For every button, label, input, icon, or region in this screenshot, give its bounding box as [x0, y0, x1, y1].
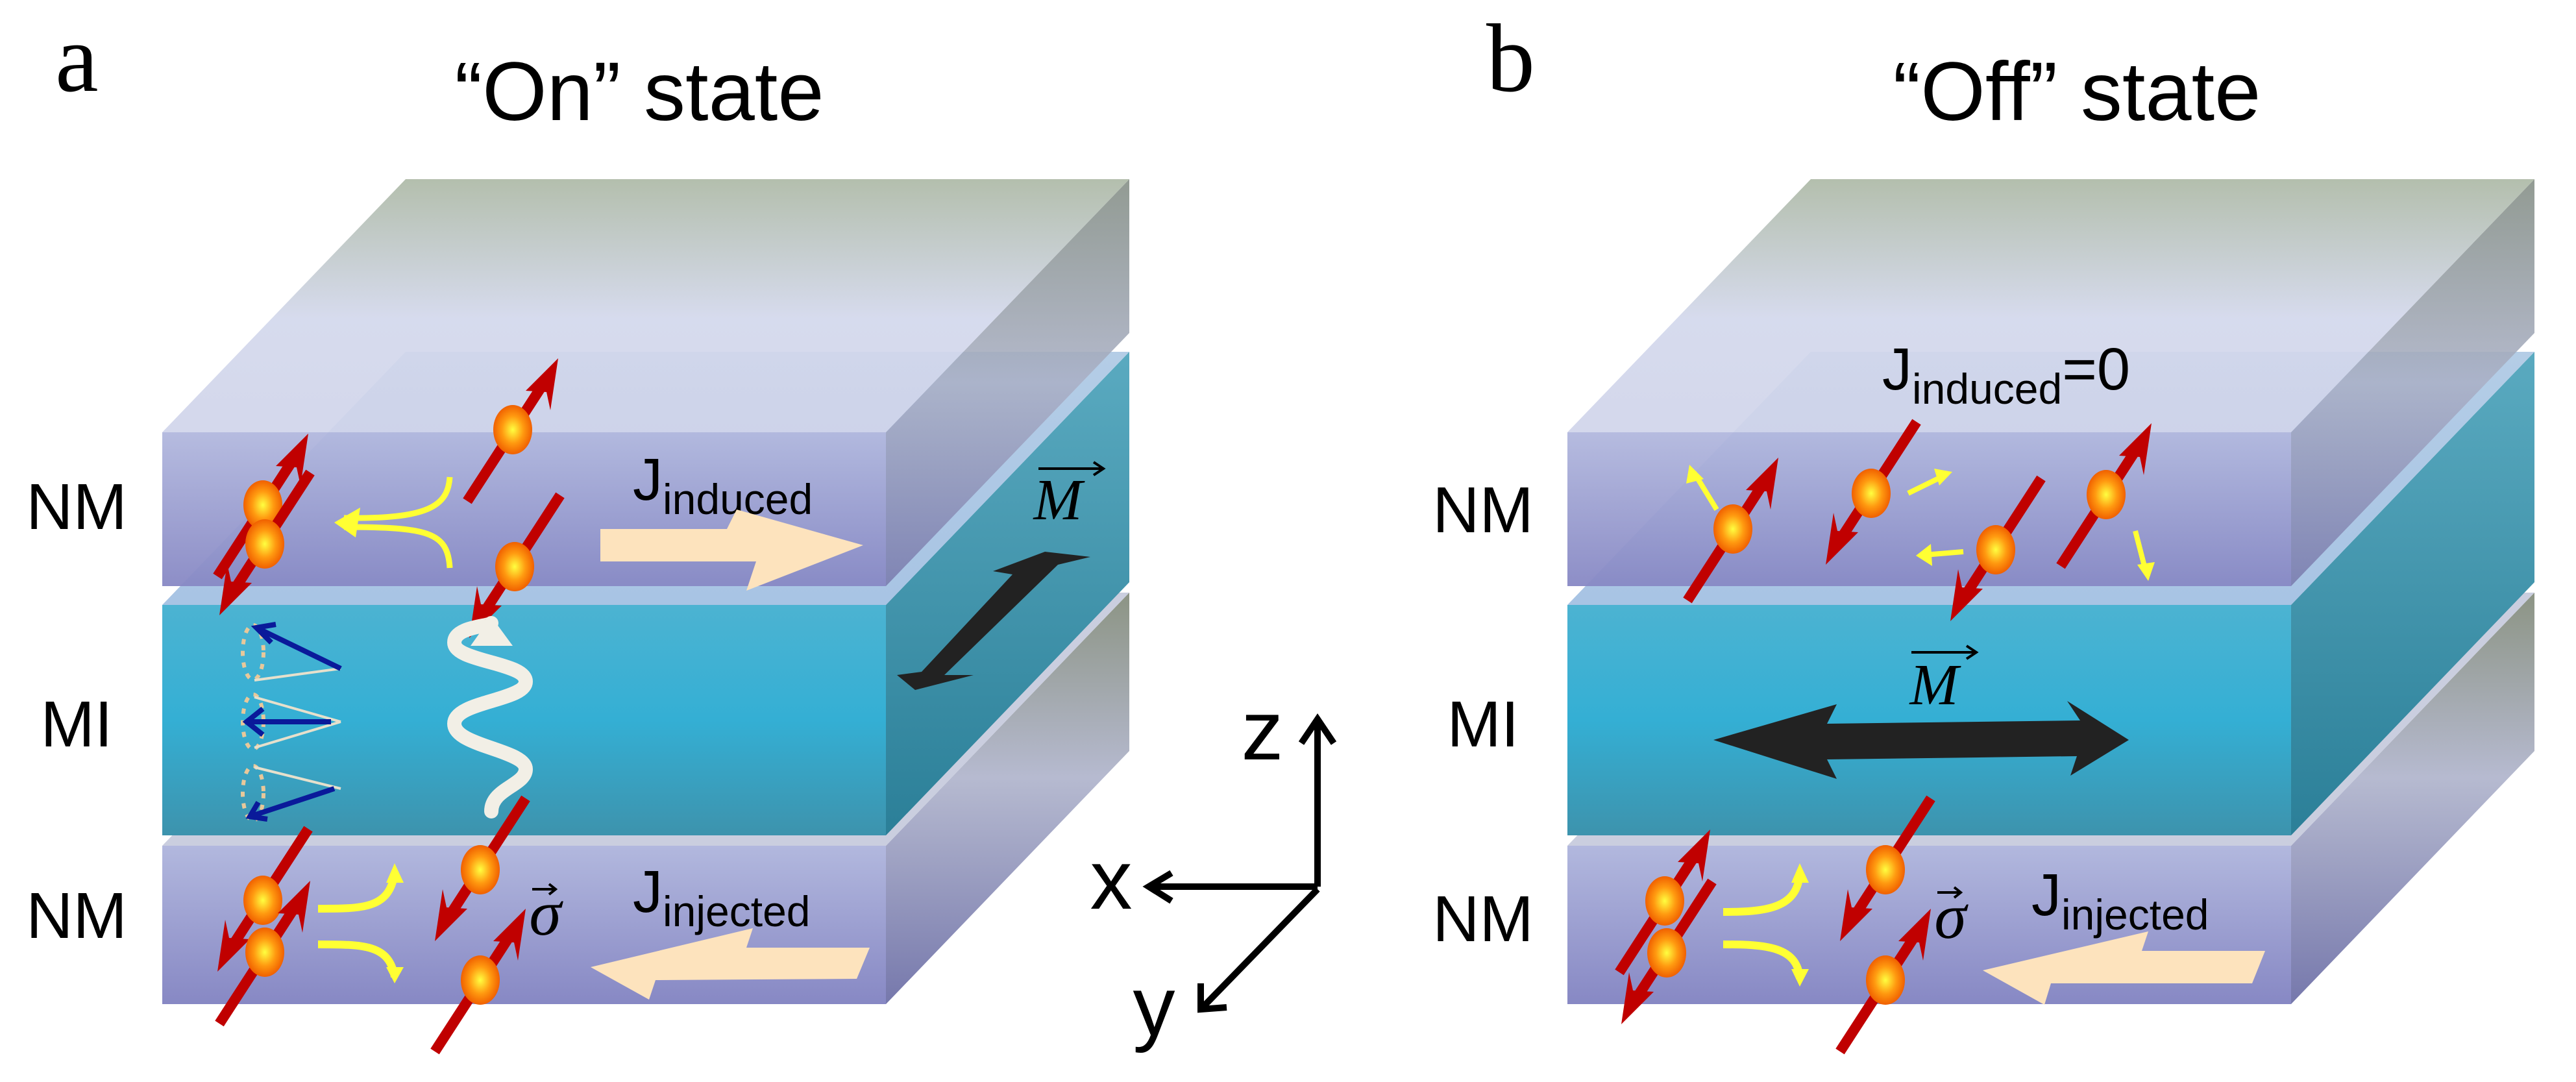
spin-sigma-label-b: σ: [1934, 880, 1969, 952]
label-mi-b: MI: [1447, 688, 1519, 761]
sigma-vector-arrow-icon: [532, 883, 558, 896]
panel-title-on-state: “On” state: [454, 45, 824, 138]
panel-title-off-state: “Off” state: [1893, 45, 2261, 138]
axis-label-y: y: [1133, 959, 1175, 1053]
magnetization-double-arrow-icon: [1713, 701, 2129, 779]
injected-current-arrow-left-icon: [591, 928, 870, 1000]
label-nm-top-a: NM: [26, 471, 127, 543]
j-induced-zero-label: Jinduced=0: [1882, 336, 2130, 413]
coordinate-axes: z x y: [1090, 683, 1337, 1053]
sigma-vector-arrow-icon: [1937, 886, 1963, 899]
injected-current-arrow-left-icon: [1983, 931, 2265, 1005]
magnetization-vector-arrow-icon: [1911, 645, 1979, 660]
j-injected-label-b: Jinjected: [2031, 862, 2209, 939]
spin-flow-arrows-icon: [334, 476, 453, 569]
spin-flow-arrows-icon: [317, 863, 404, 983]
axis-label-z: z: [1242, 683, 1284, 778]
panel-letter-a: a: [55, 5, 99, 112]
panel-a: a “On” state NM MI NM Jinduced: [26, 5, 1129, 1051]
magnetization-label-a: M: [1033, 468, 1086, 532]
y-axis-arrowhead-icon: [1197, 983, 1227, 1013]
label-nm-bottom-b: NM: [1432, 883, 1534, 955]
axis-label-x: x: [1090, 832, 1133, 927]
label-nm-top-b: NM: [1432, 474, 1534, 547]
z-axis-arrowhead-icon: [1298, 713, 1337, 745]
spin-sigma-label-a: σ: [529, 877, 563, 949]
x-axis-arrowhead-icon: [1142, 870, 1173, 904]
panel-b: b “Off” state NM MI NM Jinduced=0 M: [1432, 5, 2534, 1051]
label-mi-a: MI: [40, 688, 112, 761]
magnetization-label-b: M: [1909, 653, 1962, 717]
panel-letter-b: b: [1486, 5, 1535, 112]
random-spin-flow-arrows-icon: [1686, 465, 2155, 581]
magnetization-vector-arrow-icon: [1038, 461, 1106, 476]
precessing-spin-cones-icon: [241, 622, 342, 822]
induced-current-arrow-right-icon: [600, 510, 863, 591]
label-nm-bottom-a: NM: [26, 879, 127, 952]
j-injected-label: Jinjected: [633, 859, 811, 935]
magnon-wave-icon: [447, 616, 534, 818]
spin-flow-arrows-icon: [1723, 863, 1809, 987]
magnetization-double-arrow-icon: [897, 552, 1090, 690]
magnon-wave-arrowhead-icon: [471, 617, 513, 646]
